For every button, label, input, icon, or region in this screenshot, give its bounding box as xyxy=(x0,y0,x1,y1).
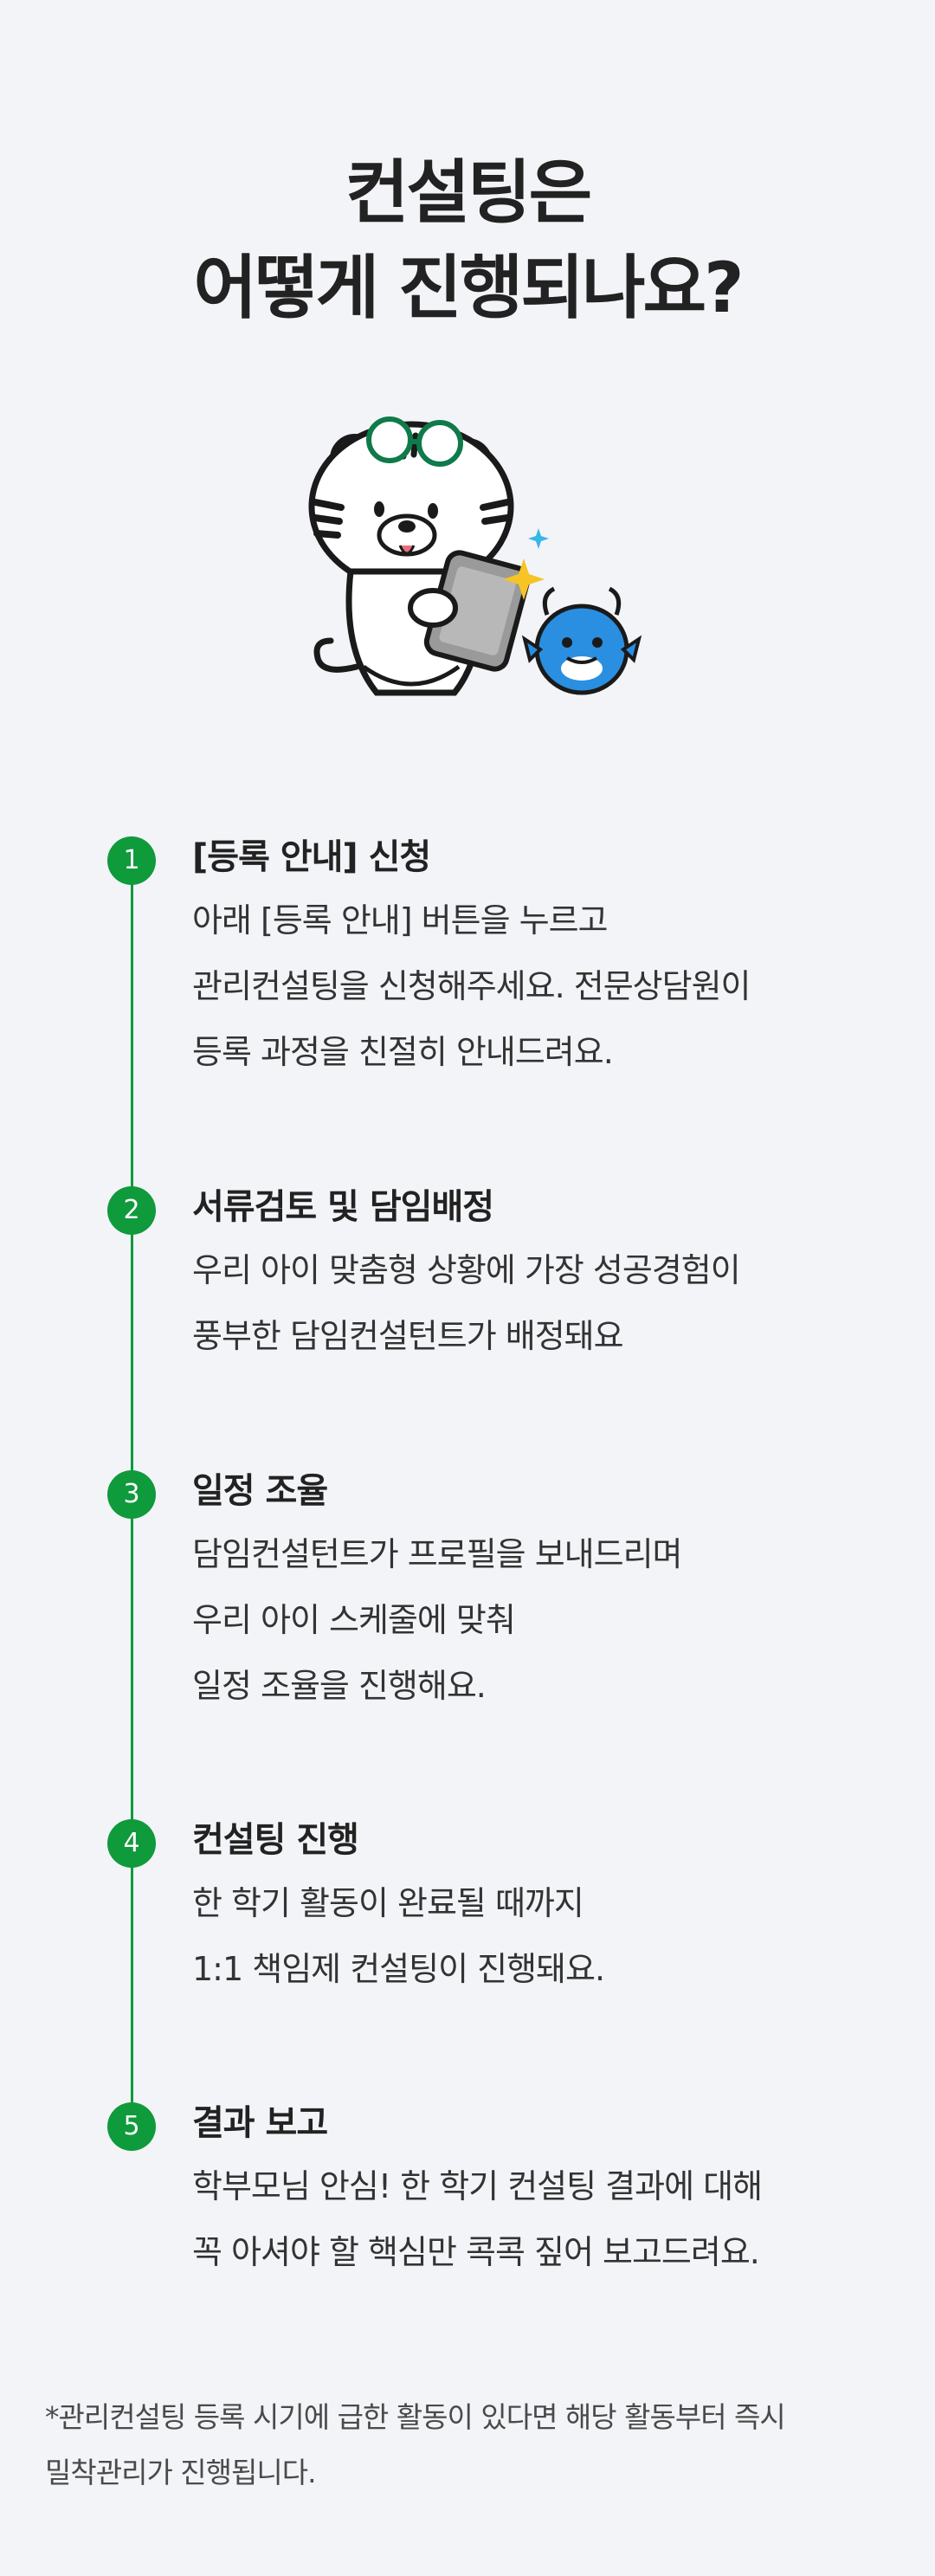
step-title: 결과 보고 xyxy=(192,2103,328,2143)
step-number-badge: 3 xyxy=(107,1470,156,1519)
step-description-line: 등록 과정을 친절히 안내드려요. xyxy=(192,1033,614,1071)
step-description: 학부모님 안심! 한 학기 컨설팅 결과에 대해 꼭 아셔야 할 핵심만 콕콕 … xyxy=(192,2153,763,2285)
step-description: 담임컨설턴트가 프로필을 보내드리며 우리 아이 스케줄에 맞춰 일정 조율을 … xyxy=(192,1521,683,1719)
step-title: 컨설팅 진행 xyxy=(192,1820,359,1860)
step-description-line: 담임컨설턴트가 프로필을 보내드리며 xyxy=(192,1535,683,1573)
step-description-line: 풍부한 담임컨설턴트가 배정돼요 xyxy=(192,1317,624,1355)
footnote-line-1: *관리컨설팅 등록 시기에 급한 활동이 있다면 해당 활동부터 즉시 xyxy=(45,2400,786,2434)
step-description-line: 꼭 아셔야 할 핵심만 콕콕 짚어 보고드려요. xyxy=(192,2233,760,2271)
step-number-badge: 2 xyxy=(107,1186,156,1235)
step-description: 한 학기 활동이 완료될 때까지 1:1 책임제 컨설팅이 진행돼요. xyxy=(192,1870,605,2002)
step-description-line: 우리 아이 스케줄에 맞춰 xyxy=(192,1601,516,1639)
footnote: *관리컨설팅 등록 시기에 급한 활동이 있다면 해당 활동부터 즉시 밀착관리… xyxy=(45,2390,902,2501)
footnote-line-2: 밀착관리가 진행됩니다. xyxy=(45,2456,317,2489)
step-description: 우리 아이 맞춤형 상황에 가장 성공경험이 풍부한 담임컨설턴트가 배정돼요 xyxy=(192,1237,741,1369)
step-description-line: 한 학기 활동이 완료될 때까지 xyxy=(192,1884,584,1922)
step-title: 일정 조율 xyxy=(192,1471,328,1511)
step-description-line: 학부모님 안심! 한 학기 컨설팅 결과에 대해 xyxy=(192,2167,763,2205)
step-description-line: 우리 아이 맞춤형 상황에 가장 성공경험이 xyxy=(192,1251,741,1289)
step-description-line: 관리컨설팅을 신청해주세요. 전문상담원이 xyxy=(192,967,751,1005)
step-number-badge: 5 xyxy=(107,2102,156,2151)
mascot-illustration-svg xyxy=(308,416,642,696)
step-title: [등록 안내] 신청 xyxy=(192,837,431,877)
step-description: 아래 [등록 안내] 버튼을 누르고 관리컨설팅을 신청해주세요. 전문상담원이… xyxy=(192,888,751,1085)
page-title-line-2: 어떻게 진행되나요? xyxy=(193,248,744,328)
mascot-illustration xyxy=(303,407,649,719)
step-title: 서류검토 및 담임배정 xyxy=(192,1187,494,1227)
step-description-line: 1:1 책임제 컨설팅이 진행돼요. xyxy=(192,1950,605,1988)
step-number-badge: 1 xyxy=(107,836,156,885)
page-title-line-1: 컨설팅은 xyxy=(345,152,592,233)
page-title: 컨설팅은 어떻게 진행되나요? xyxy=(0,145,935,336)
step-number-badge: 4 xyxy=(107,1819,156,1868)
step-description-line: 일정 조율을 진행해요. xyxy=(192,1667,487,1705)
step-description-line: 아래 [등록 안내] 버튼을 누르고 xyxy=(192,901,608,939)
